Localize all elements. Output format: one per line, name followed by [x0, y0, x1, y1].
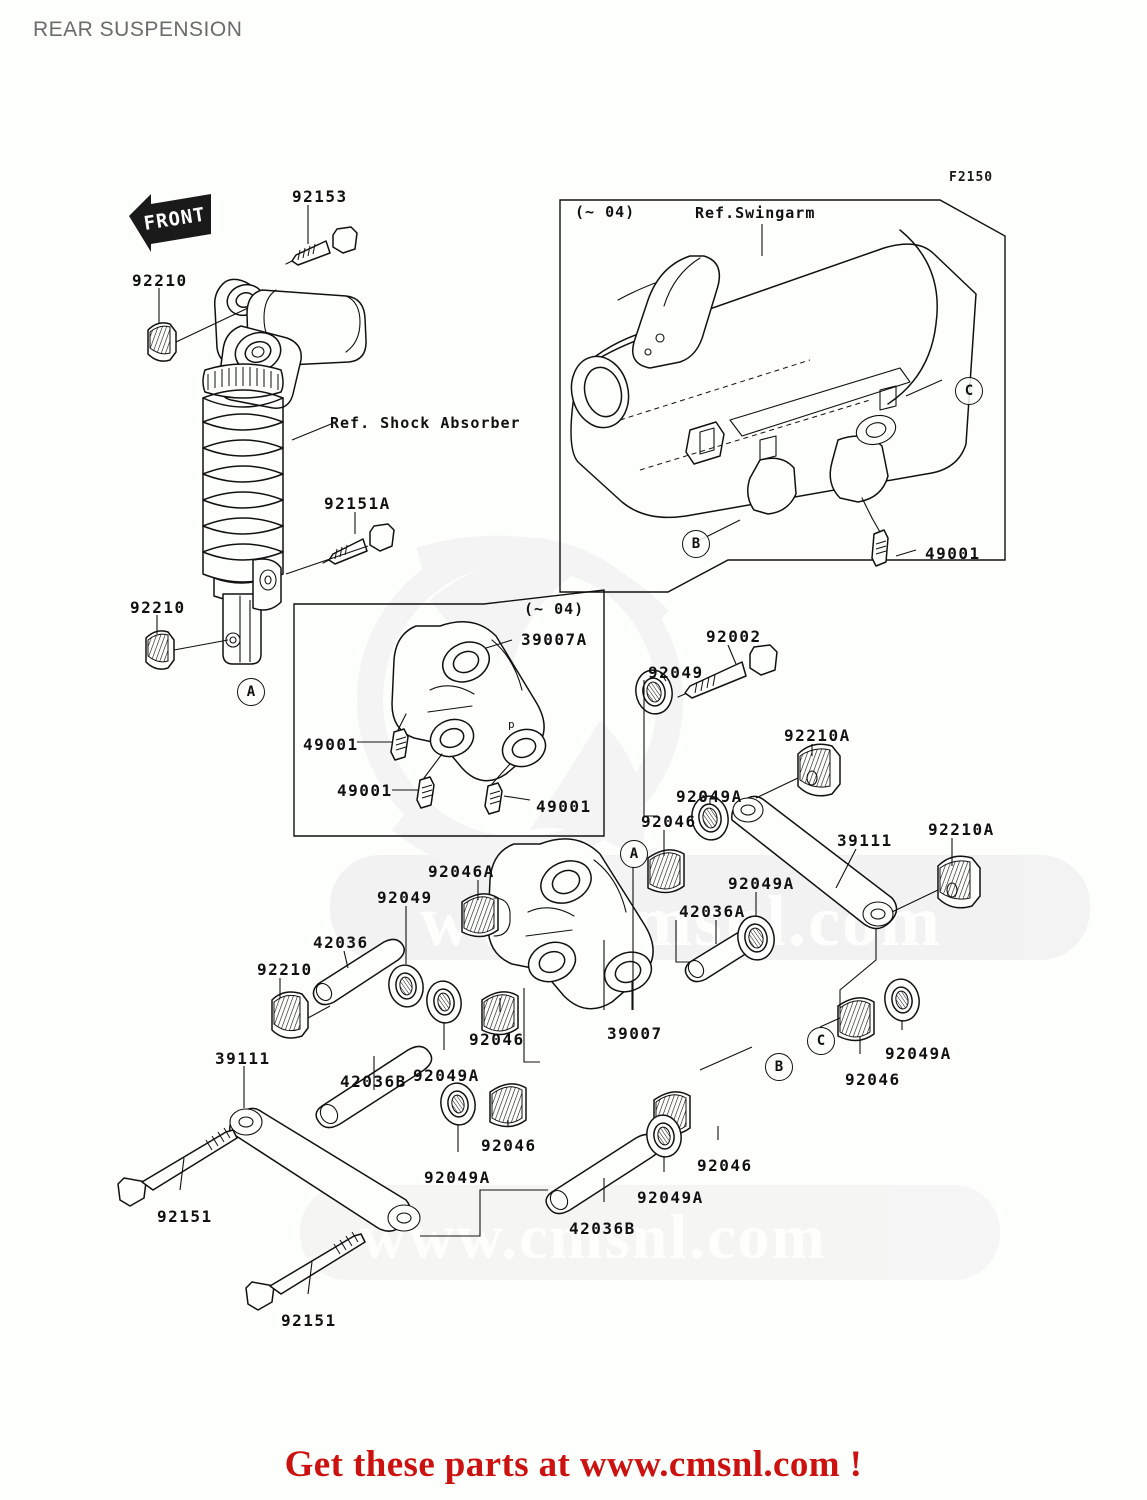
part-number-label[interactable]: 92046 [697, 1156, 753, 1175]
nut-92210-upper [147, 322, 177, 362]
nut-92210A-upper [797, 743, 841, 797]
part-number-label[interactable]: 92049A [637, 1188, 704, 1207]
callout-circle-b[interactable]: B [682, 530, 710, 558]
part-number-label[interactable]: 92210 [130, 598, 186, 617]
part-number-label[interactable]: 39007A [521, 630, 588, 649]
part-number-label[interactable]: 92046 [845, 1070, 901, 1089]
part-number-label[interactable]: 42036B [340, 1072, 407, 1091]
callout-circle-c[interactable]: C [955, 377, 983, 405]
part-number-label[interactable]: 92151 [157, 1207, 213, 1226]
part-number-label[interactable]: 49001 [536, 797, 592, 816]
bolt-92151-lower [245, 1231, 366, 1311]
callout-circle-c[interactable]: C [807, 1027, 835, 1055]
part-number-label[interactable]: 49001 [303, 735, 359, 754]
seal-92049-left [388, 964, 424, 1008]
part-number-label[interactable]: 39111 [837, 831, 893, 850]
part-number-label[interactable]: 92049 [648, 663, 704, 682]
part-number-label[interactable]: 92153 [292, 187, 348, 206]
part-number-label[interactable]: 92049A [885, 1044, 952, 1063]
shock-absorber-assembly [202, 278, 367, 665]
figure-code: F2150 [949, 170, 994, 185]
callout-circle-b[interactable]: B [765, 1053, 793, 1081]
part-number-label[interactable]: 92210A [784, 726, 851, 745]
footer-promo-text: Get these parts at www.cmsnl.com ! [284, 1444, 863, 1485]
bushing-92046-mid [647, 849, 685, 894]
svg-text:p: p [508, 718, 515, 731]
part-number-label[interactable]: 92210 [257, 960, 313, 979]
part-number-label[interactable]: 92210A [928, 820, 995, 839]
bolt-92002 [677, 644, 778, 699]
callout-circle-a[interactable]: A [620, 840, 648, 868]
part-number-label[interactable]: 92210 [132, 271, 188, 290]
ref-swingarm-label: Ref.Swingarm [695, 204, 815, 222]
nut-92210-lower [145, 630, 175, 670]
part-number-label[interactable]: 92049A [676, 787, 743, 806]
part-number-label[interactable]: 92049A [413, 1066, 480, 1085]
part-number-label[interactable]: 92049 [377, 888, 433, 907]
seal-92049A-c [426, 980, 462, 1024]
bushing-92046-left [481, 991, 519, 1036]
ref-shock-absorber-label: Ref. Shock Absorber [330, 414, 521, 432]
bolt-92151-upper [117, 1127, 238, 1207]
seal-92049A-f [884, 978, 920, 1022]
bushing-92046-far-right [837, 997, 875, 1042]
seal-92049A-a [691, 795, 729, 841]
rocker-inset-year: (~ 04) [524, 600, 585, 618]
grease-nipple [416, 753, 443, 809]
bolt-92153 [285, 226, 358, 266]
part-number-label[interactable]: 92046A [428, 862, 495, 881]
part-number-label[interactable]: 92046 [469, 1030, 525, 1049]
part-number-label[interactable]: 92151A [324, 494, 391, 513]
part-number-label[interactable]: 92046 [641, 812, 697, 831]
bushing-92046-center [489, 1083, 527, 1128]
seal-92049A-e [646, 1114, 682, 1158]
part-number-label[interactable]: 39007 [607, 1024, 663, 1043]
part-number-label[interactable]: 92002 [706, 627, 762, 646]
part-number-label[interactable]: 42036A [679, 902, 746, 921]
front-arrow-icon: FRONT [125, 186, 217, 256]
part-number-label[interactable]: 92049A [728, 874, 795, 893]
part-number-label[interactable]: 49001 [925, 544, 981, 563]
swingarm-inset-year: (~ 04) [575, 203, 636, 221]
part-number-label[interactable]: 92151 [281, 1311, 337, 1330]
nut-92210A-lower [937, 855, 981, 909]
seal-92049A-d [440, 1082, 476, 1126]
callout-circle-a[interactable]: A [237, 678, 265, 706]
part-number-label[interactable]: 92046 [481, 1136, 537, 1155]
part-number-label[interactable]: 92049A [424, 1168, 491, 1187]
part-number-label[interactable]: 42036B [569, 1219, 636, 1238]
part-number-label[interactable]: 39111 [215, 1049, 271, 1068]
page-title: REAR SUSPENSION [33, 18, 243, 41]
nut-92210-mid-left [271, 991, 309, 1039]
part-number-label[interactable]: 49001 [337, 781, 393, 800]
part-number-label[interactable]: 42036 [313, 933, 369, 952]
swingarm-inset [559, 199, 1006, 593]
